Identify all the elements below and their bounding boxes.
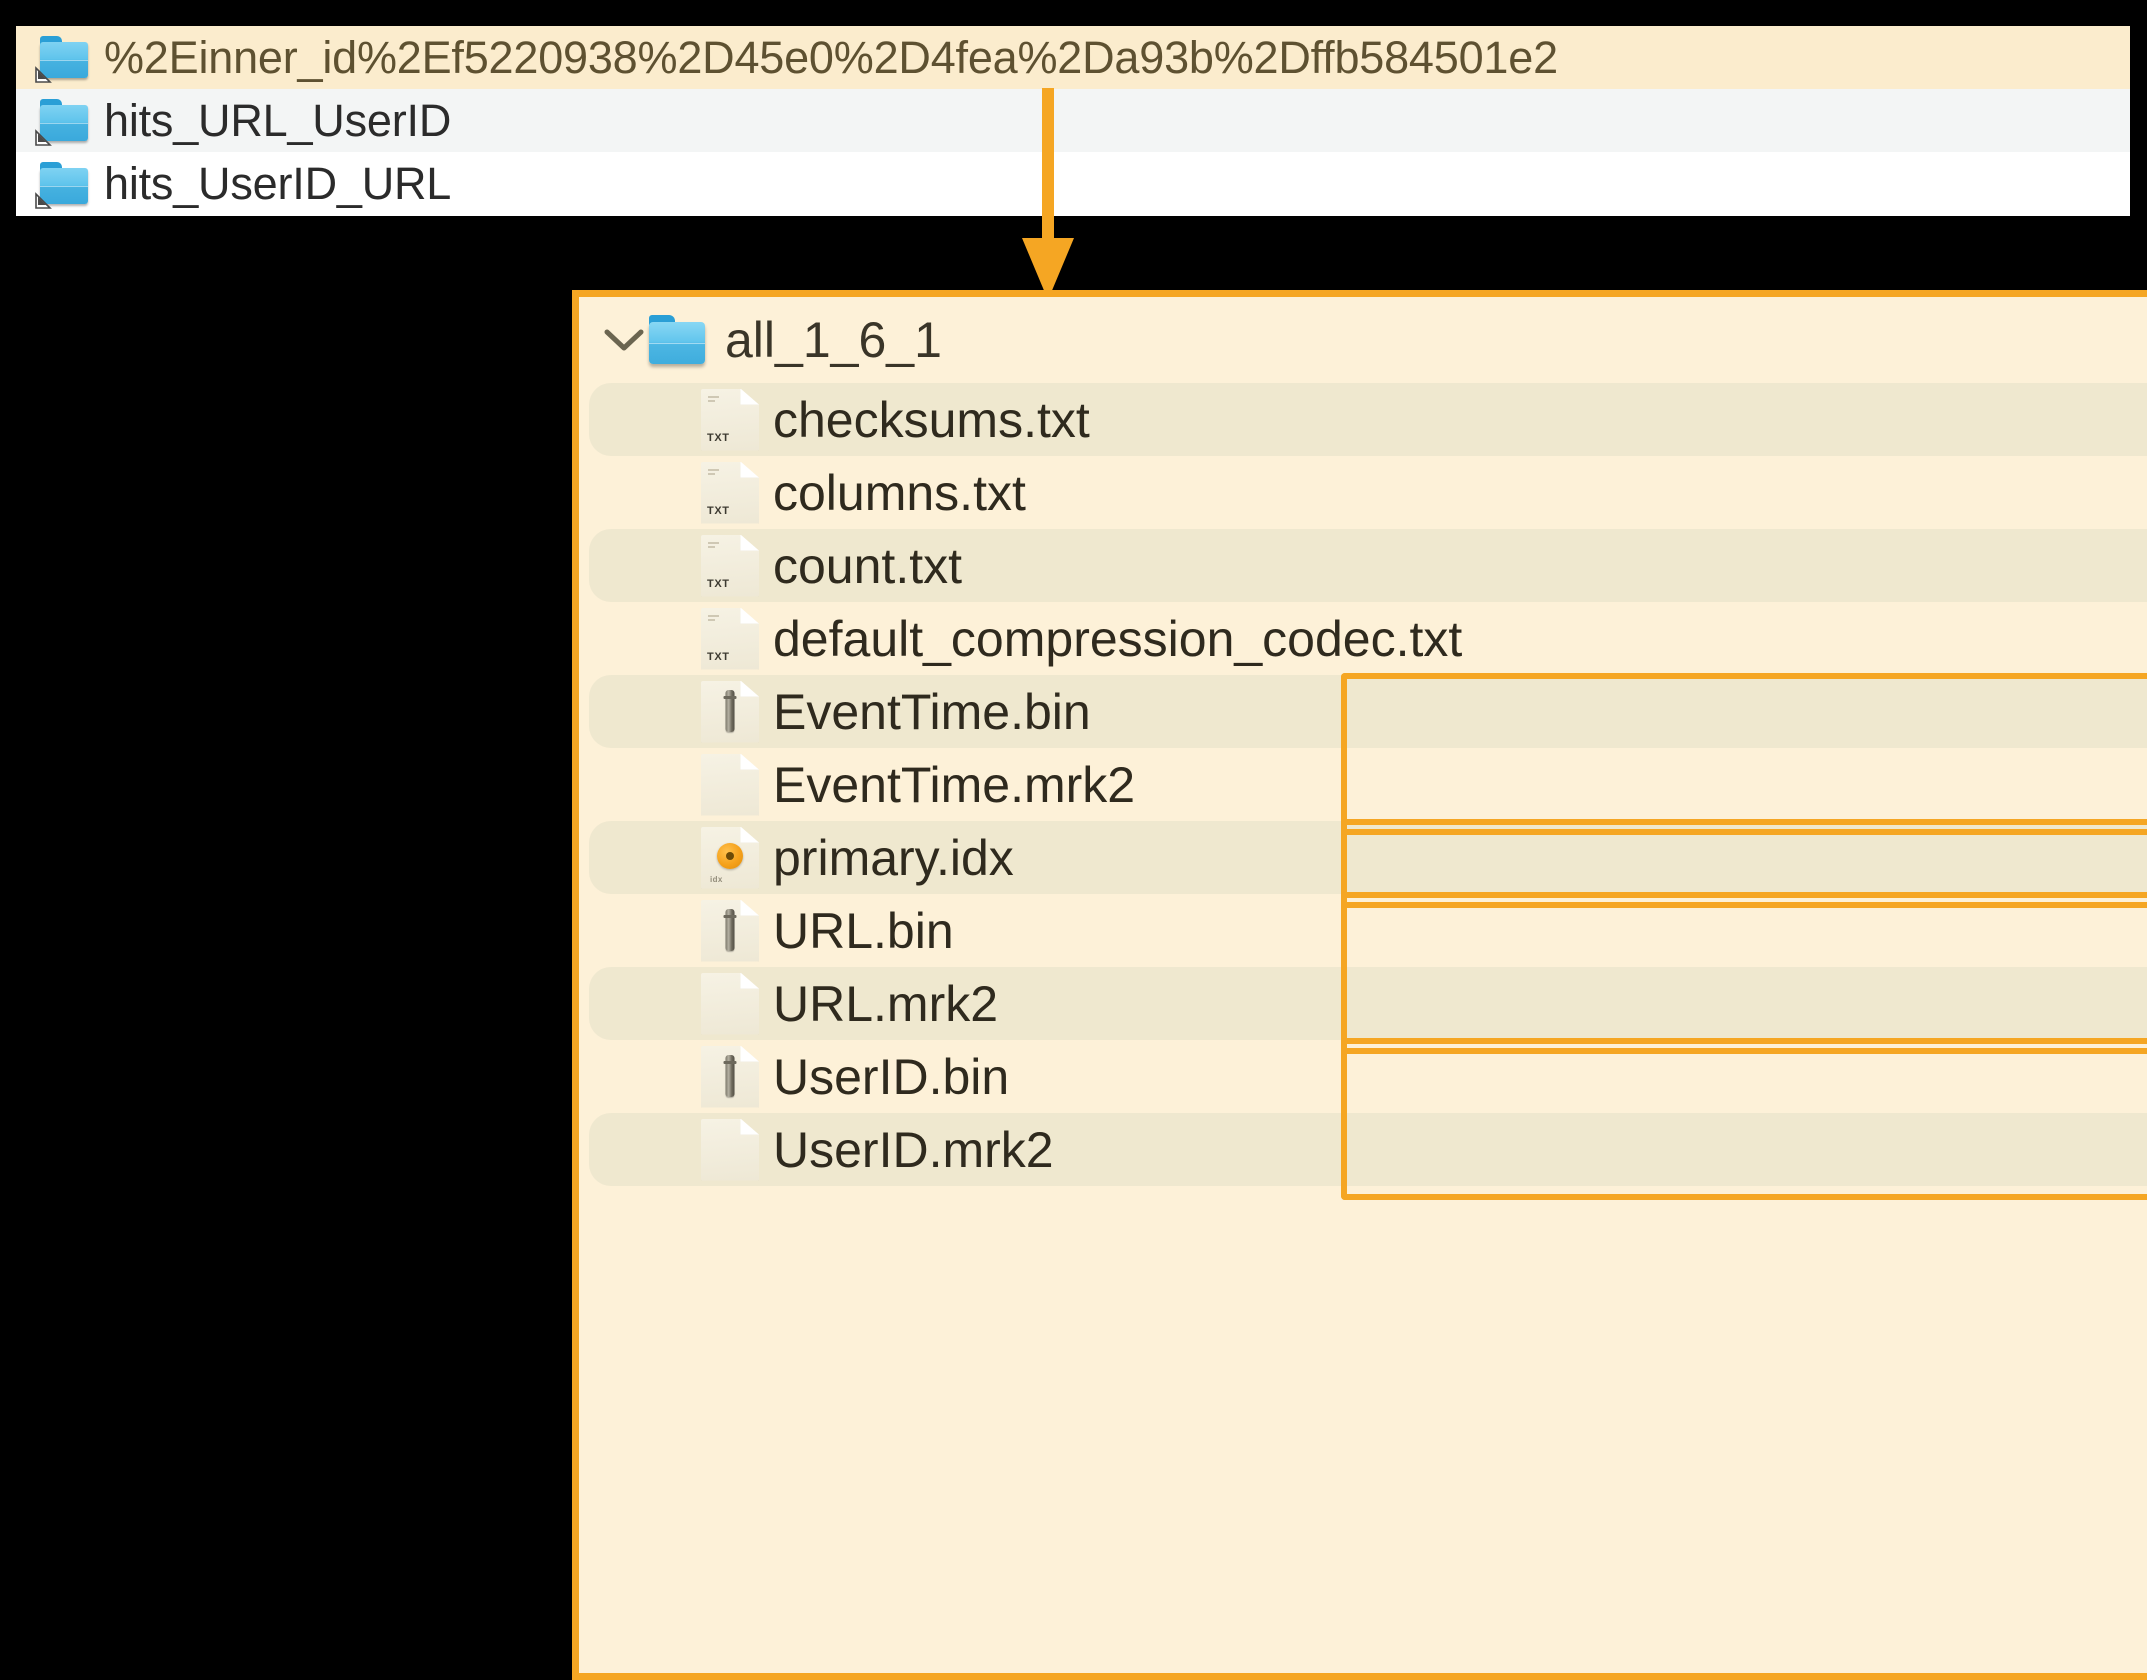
idx-file-icon: idx: [701, 826, 759, 889]
file-name-label: count.txt: [773, 537, 962, 594]
chevron-down-icon[interactable]: [601, 327, 647, 353]
bin-file-icon: [701, 899, 759, 962]
file-name-label: URL.bin: [773, 902, 954, 959]
row-shading: [589, 383, 2147, 456]
file-name-label: checksums.txt: [773, 391, 1090, 448]
tree-row-label: hits_URL_UserID: [104, 95, 452, 146]
txt-file-icon: TXT: [701, 534, 759, 597]
file-name-label: default_compression_codec.txt: [773, 610, 1463, 667]
tree-row-selected[interactable]: %2Einner_id%2Ef5220938%2D45e0%2D4fea%2Da…: [16, 26, 2130, 89]
mrk2-file-icon: [701, 972, 759, 1035]
folder-tree-list: %2Einner_id%2Ef5220938%2D45e0%2D4fea%2Da…: [16, 26, 2130, 216]
row-shading: [589, 967, 2147, 1040]
bin-file-icon: [701, 1045, 759, 1108]
mrk2-file-icon: [701, 1118, 759, 1181]
file-name-label: EventTime.mrk2: [773, 756, 1136, 813]
txt-file-icon: TXT: [701, 607, 759, 670]
folder-symlink-icon: [35, 35, 92, 83]
down-arrow-annotation: [1008, 88, 1088, 303]
file-row[interactable]: EventTime.bin: [579, 675, 2147, 748]
file-row[interactable]: URL.mrk2: [579, 967, 2147, 1040]
txt-file-icon: TXT: [701, 388, 759, 451]
file-name-label: UserID.mrk2: [773, 1121, 1054, 1178]
file-name-label: URL.mrk2: [773, 975, 999, 1032]
part-folder-label: all_1_6_1: [725, 312, 942, 368]
row-shading: [589, 675, 2147, 748]
bin-file-icon: [701, 680, 759, 743]
tree-row-hits-url-userid[interactable]: hits_URL_UserID: [16, 89, 2130, 152]
folder-symlink-icon: [35, 161, 92, 209]
part-folder-row[interactable]: all_1_6_1: [579, 297, 2147, 383]
txt-file-icon: TXT: [701, 461, 759, 524]
file-name-label: UserID.bin: [773, 1048, 1010, 1105]
file-name-label: EventTime.bin: [773, 683, 1091, 740]
mrk2-file-icon: [701, 753, 759, 816]
folder-symlink-icon: [35, 98, 92, 146]
row-shading: [589, 529, 2147, 602]
row-shading: [589, 1113, 2147, 1186]
file-row[interactable]: EventTime.mrk2: [579, 748, 2147, 821]
file-row[interactable]: UserID.bin: [579, 1040, 2147, 1113]
file-row[interactable]: URL.bin: [579, 894, 2147, 967]
tree-row-label: hits_UserID_URL: [104, 158, 452, 209]
file-row[interactable]: UserID.mrk2: [579, 1113, 2147, 1186]
file-name-label: primary.idx: [773, 829, 1014, 886]
folder-icon: [647, 315, 709, 365]
tree-row-label: %2Einner_id%2Ef5220938%2D45e0%2D4fea%2Da…: [104, 32, 1558, 83]
file-name-label: columns.txt: [773, 464, 1026, 521]
tree-row-hits-userid-url[interactable]: hits_UserID_URL: [16, 152, 2130, 215]
